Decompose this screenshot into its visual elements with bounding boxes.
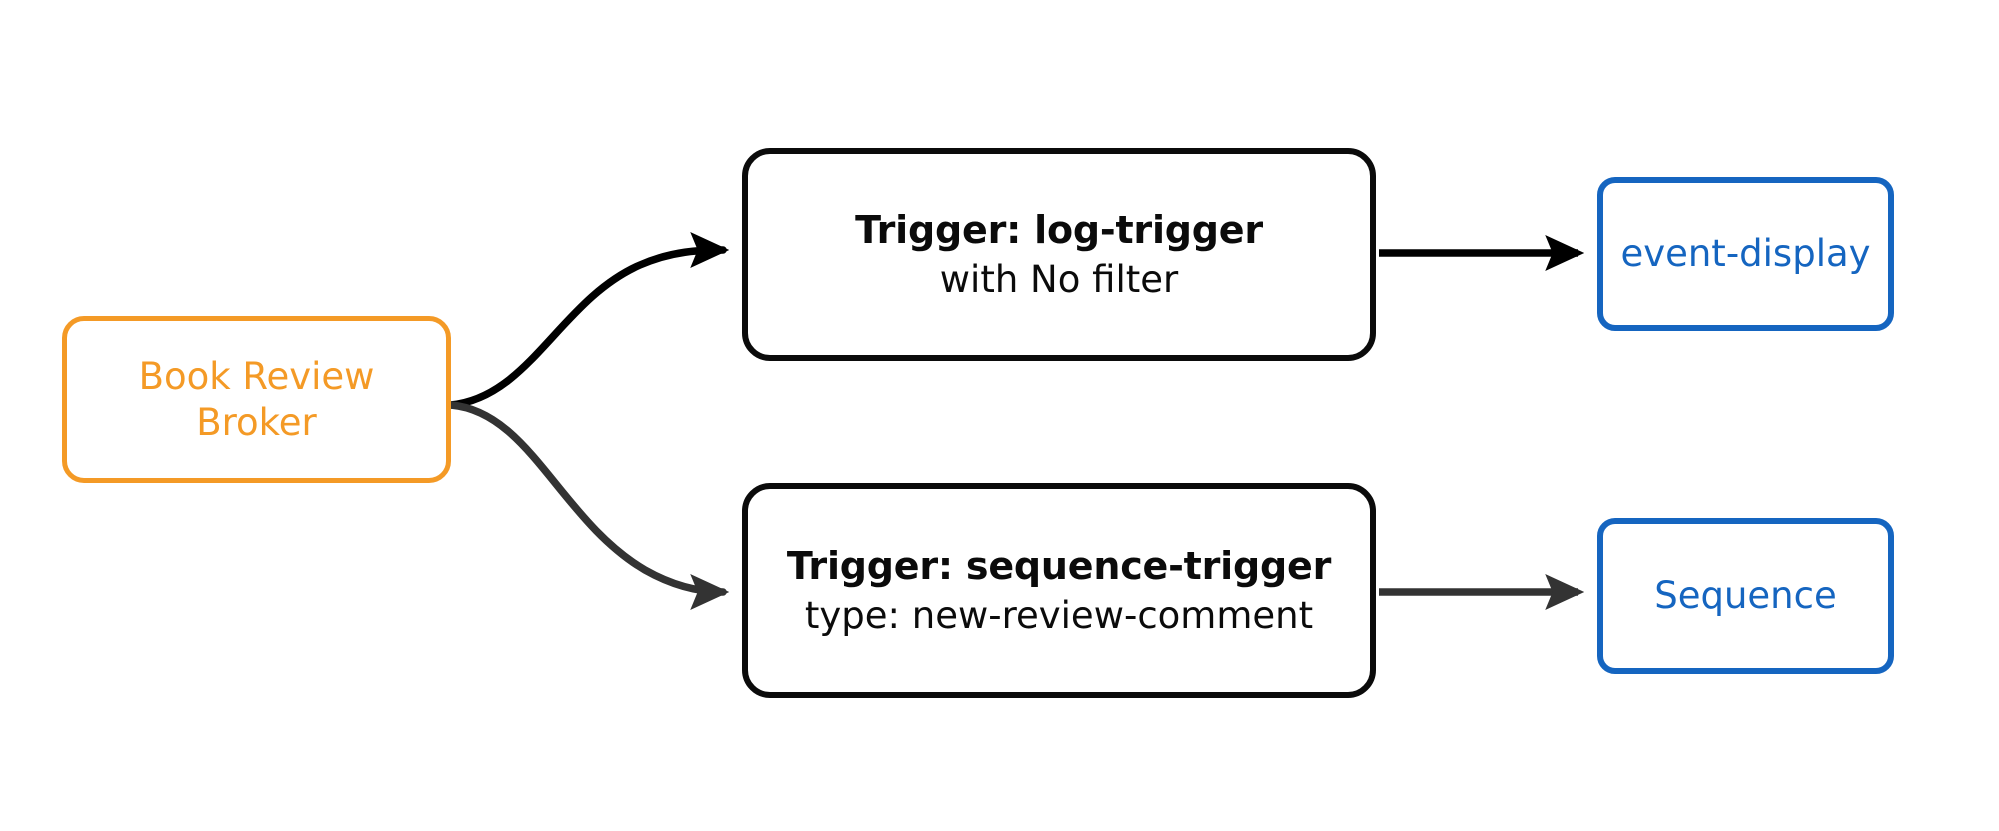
- trigger-sequence-subtitle: type: new-review-comment: [804, 593, 1314, 637]
- broker-label-line1: Book Review: [138, 355, 375, 399]
- node-trigger-log-trigger[interactable]: Trigger: log-trigger with No filter: [742, 148, 1376, 361]
- node-book-review-broker[interactable]: Book Review Broker: [62, 316, 451, 483]
- trigger-sequence-title: Trigger: sequence-trigger: [786, 544, 1332, 589]
- node-sequence[interactable]: Sequence: [1597, 518, 1894, 674]
- trigger-log-title: Trigger: log-trigger: [855, 208, 1263, 253]
- edge-broker-to-log-trigger: [447, 232, 730, 409]
- node-event-display[interactable]: event-display: [1597, 177, 1894, 331]
- trigger-log-subtitle: with No filter: [939, 257, 1179, 301]
- event-display-label: event-display: [1620, 232, 1871, 276]
- node-trigger-sequence-trigger[interactable]: Trigger: sequence-trigger type: new-revi…: [742, 483, 1376, 698]
- sequence-label: Sequence: [1654, 574, 1837, 618]
- edge-broker-to-sequence-trigger: [447, 401, 730, 610]
- broker-label-line2: Broker: [196, 400, 317, 444]
